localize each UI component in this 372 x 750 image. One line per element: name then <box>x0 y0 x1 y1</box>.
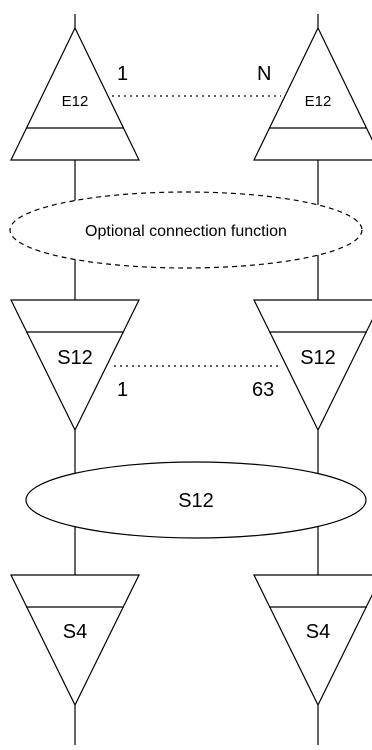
middle-left-block-label: S12 <box>57 347 93 369</box>
middle-left-s12-block: S12 <box>10 299 140 432</box>
connection-function-ellipse <box>9 191 363 269</box>
top-right-index: N <box>257 63 271 85</box>
shared-s12-ellipse <box>25 461 367 539</box>
bottom-right-block-label: S4 <box>306 621 330 643</box>
bottom-left-s4-block: S4 <box>10 574 140 707</box>
top-left-index: 1 <box>117 63 128 85</box>
middle-right-index: 63 <box>252 379 274 401</box>
middle-right-block-label: S12 <box>300 347 336 369</box>
top-left-triangle <box>10 26 140 161</box>
top-right-e12-block: E12 <box>253 26 372 161</box>
top-left-e12-block: E12 <box>10 26 140 161</box>
top-right-triangle <box>253 26 372 161</box>
middle-right-s12-block: S12 <box>253 299 372 432</box>
top-left-block-label: E12 <box>62 93 89 110</box>
shared-function-label: S12 <box>178 490 214 512</box>
bottom-left-block-label: S4 <box>63 621 87 643</box>
connection-function: Optional connection function <box>9 191 363 269</box>
shared-s12-function: S12 <box>25 461 367 539</box>
middle-left-index: 1 <box>117 379 128 401</box>
connection-function-label: Optional connection function <box>85 223 287 240</box>
top-right-block-label: E12 <box>305 93 332 110</box>
bottom-right-s4-block: S4 <box>253 574 372 707</box>
